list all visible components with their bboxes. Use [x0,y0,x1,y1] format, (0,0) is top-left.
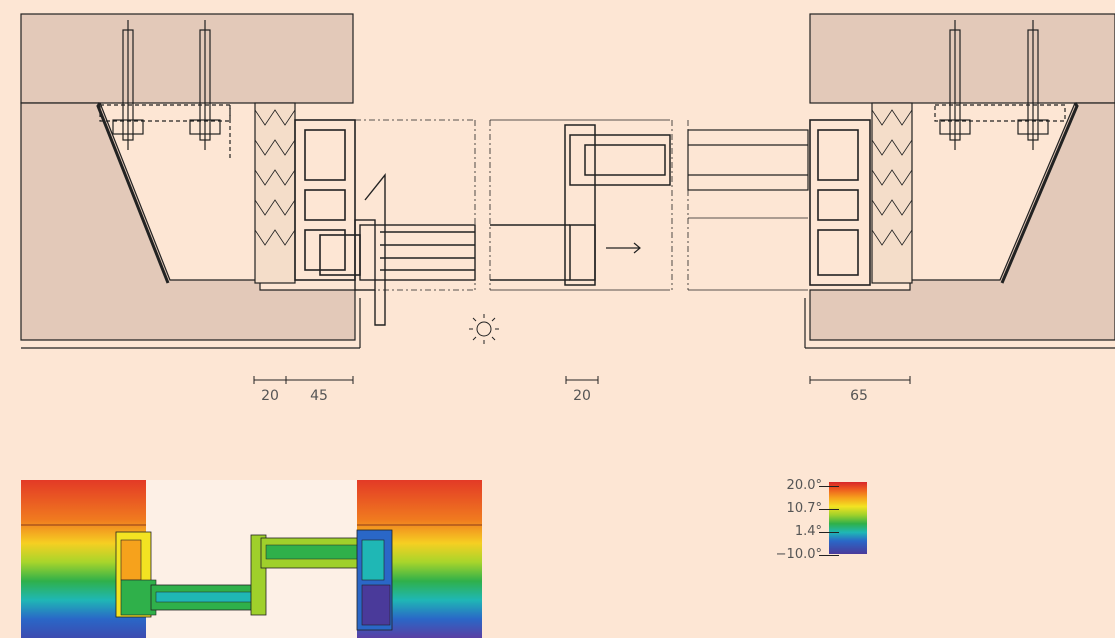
center-sash-profile [490,124,671,286]
temperature-color-scale [829,482,867,554]
left-anchor-bolts [99,20,231,160]
thermal-simulation-image [21,480,482,638]
legend-label: 10.7° [786,501,822,516]
temperature-legend: 20.0° 10.7° 1.4° −10.0° [740,478,880,568]
legend-tick [819,532,839,533]
right-insulation [871,102,913,284]
legend-label: 1.4° [794,524,822,539]
dimension-label: 65 [850,388,868,404]
left-frame-profile [294,119,361,281]
right-anchor-bolts [934,20,1066,150]
right-glass-band [687,129,809,191]
arrow-right-icon [606,242,641,254]
dimension-label: 20 [261,388,279,404]
left-insulation [254,102,296,284]
dimension-lines [253,376,911,384]
legend-label: −10.0° [775,547,822,562]
dimension-label: 45 [310,388,328,404]
sun-icon [469,314,499,344]
right-frame-profile [809,119,871,286]
legend-tick [819,555,839,556]
legend-tick [819,486,839,487]
right-lower-concrete [809,102,1115,341]
legend-label: 20.0° [786,478,822,493]
right-upper-concrete [809,13,1115,104]
left-lower-concrete [20,102,356,341]
dimension-label: 20 [573,388,591,404]
window-section-drawing [20,13,1115,384]
left-upper-concrete [20,13,354,104]
legend-tick [819,509,839,510]
left-sliding-sash [354,173,476,326]
